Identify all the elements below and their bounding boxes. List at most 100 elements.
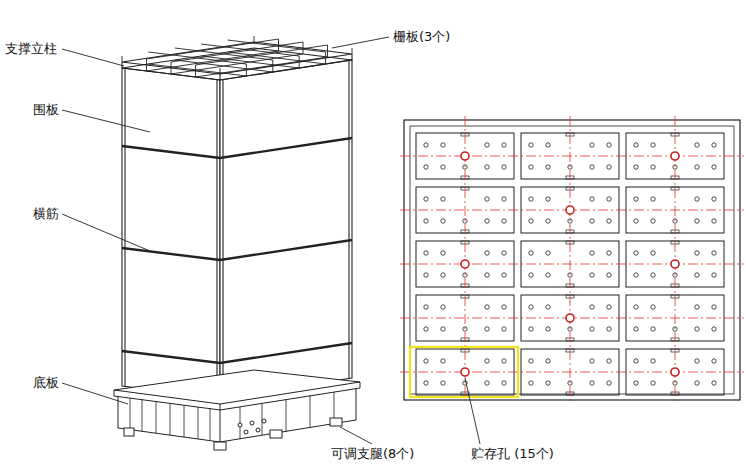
- drawing-stroke: [270, 430, 282, 438]
- top-grating: [122, 36, 352, 77]
- drawing-stroke: [256, 428, 260, 432]
- drawing-stroke: [228, 40, 326, 52]
- drawing-stroke: [400, 372, 744, 373]
- drawing-stroke: [461, 152, 469, 160]
- drawing-stroke: [330, 418, 342, 426]
- drawing-stroke: [148, 64, 246, 76]
- drawing-stroke: [122, 48, 352, 80]
- drawing-stroke: [175, 60, 273, 72]
- drawing-stroke: [62, 110, 150, 132]
- highlight-box: [410, 347, 518, 397]
- drawing-stroke: [566, 314, 574, 322]
- drawing-stroke: [222, 80, 223, 398]
- drawing-stroke: [122, 138, 352, 158]
- drawing-stroke: [671, 260, 679, 268]
- part-label: 围板: [32, 102, 60, 118]
- drawing-stroke: [195, 65, 196, 77]
- part-label: 横筋: [32, 206, 60, 222]
- part-label: 贮存孔 (15个): [470, 446, 555, 462]
- drawing-stroke: [122, 56, 123, 62]
- drawing-stroke: [325, 52, 326, 64]
- drawing-stroke: [220, 404, 221, 410]
- drawing-stroke: [244, 430, 248, 434]
- drawing-stroke: [566, 206, 574, 214]
- drawing-stroke: [62, 214, 150, 251]
- drawing-stroke: [250, 421, 254, 425]
- drawing-stroke: [332, 37, 389, 48]
- drawing-stroke: [122, 42, 352, 74]
- drawing-stroke: [156, 401, 157, 433]
- drawing-stroke: [122, 343, 352, 363]
- drawing-stroke: [216, 80, 217, 398]
- top-view: [400, 116, 744, 404]
- drawing-stroke: [114, 370, 360, 404]
- drawing-stroke: [671, 368, 679, 376]
- drawing-stroke: [351, 54, 352, 60]
- drawing-stroke: [570, 116, 571, 404]
- drawing-stroke: [278, 39, 279, 51]
- drawing-stroke: [62, 49, 124, 66]
- storage-holes: [461, 152, 679, 376]
- drawing-stroke: [196, 45, 328, 65]
- drawing-stroke: [303, 42, 304, 54]
- drawing-stroke: [124, 428, 134, 436]
- leader-lines: [62, 37, 480, 444]
- drawing-stroke: [327, 45, 328, 57]
- drawing-stroke: [62, 383, 128, 404]
- drawing-stroke: [671, 152, 679, 160]
- drawing-stroke: [220, 60, 352, 398]
- part-label: 栅板(3个): [392, 29, 451, 45]
- drawing-stroke: [201, 56, 299, 68]
- drawing-stroke: [201, 44, 299, 56]
- part-label: 支撑立柱: [4, 41, 58, 57]
- drawing-stroke: [410, 126, 734, 394]
- drawing-stroke: [175, 48, 273, 60]
- drawing-stroke: [340, 427, 372, 444]
- drawing-stroke: [262, 403, 263, 435]
- drawing-stroke: [465, 378, 480, 444]
- drawing-stroke: [214, 442, 226, 450]
- drawing-stroke: [352, 48, 353, 54]
- rack-body: [122, 42, 352, 398]
- drawing-stroke: [286, 399, 287, 431]
- drawing-stroke: [114, 382, 360, 410]
- drawing-stroke: [246, 64, 247, 76]
- drawing-stroke: [400, 264, 744, 265]
- drawing-stroke: [461, 368, 469, 376]
- part-label: 底板: [32, 375, 60, 391]
- drawing-stroke: [220, 68, 221, 74]
- drawing-stroke: [262, 419, 266, 423]
- drawing-stroke: [219, 74, 220, 80]
- drawing-stroke: [210, 408, 211, 440]
- drawing-stroke: [148, 52, 246, 64]
- drawing-stroke: [310, 395, 311, 427]
- drawing-stroke: [124, 68, 125, 386]
- drawing-stroke: [142, 399, 143, 431]
- drawing-stroke: [124, 418, 342, 450]
- drawing-stroke: [198, 407, 199, 439]
- drawing-stroke: [146, 59, 147, 71]
- drawing-stroke: [118, 388, 356, 442]
- drawing-stroke: [122, 240, 352, 260]
- drawing-stroke: [461, 260, 469, 268]
- drawing-stroke: [130, 392, 334, 440]
- drawing-stroke: [348, 60, 349, 378]
- drawing-stroke: [184, 405, 185, 437]
- drawing-stroke: [170, 403, 171, 435]
- drawing-stroke: [254, 36, 255, 42]
- drawing-stroke: [228, 52, 326, 64]
- part-label: 可调支腿(8个): [330, 446, 415, 462]
- center-lines: [400, 116, 744, 404]
- base-plate: [114, 370, 360, 450]
- drawing-stroke: [299, 56, 300, 68]
- drawing-stroke: [171, 62, 172, 74]
- drawing-stroke: [400, 156, 744, 157]
- drawing-stroke: [130, 398, 131, 430]
- drawing-stroke: [404, 120, 740, 400]
- drawing-stroke: [220, 410, 221, 442]
- drawing-stroke: [238, 423, 242, 427]
- drawing-stroke: [122, 68, 220, 398]
- drawing-stroke: [272, 60, 273, 72]
